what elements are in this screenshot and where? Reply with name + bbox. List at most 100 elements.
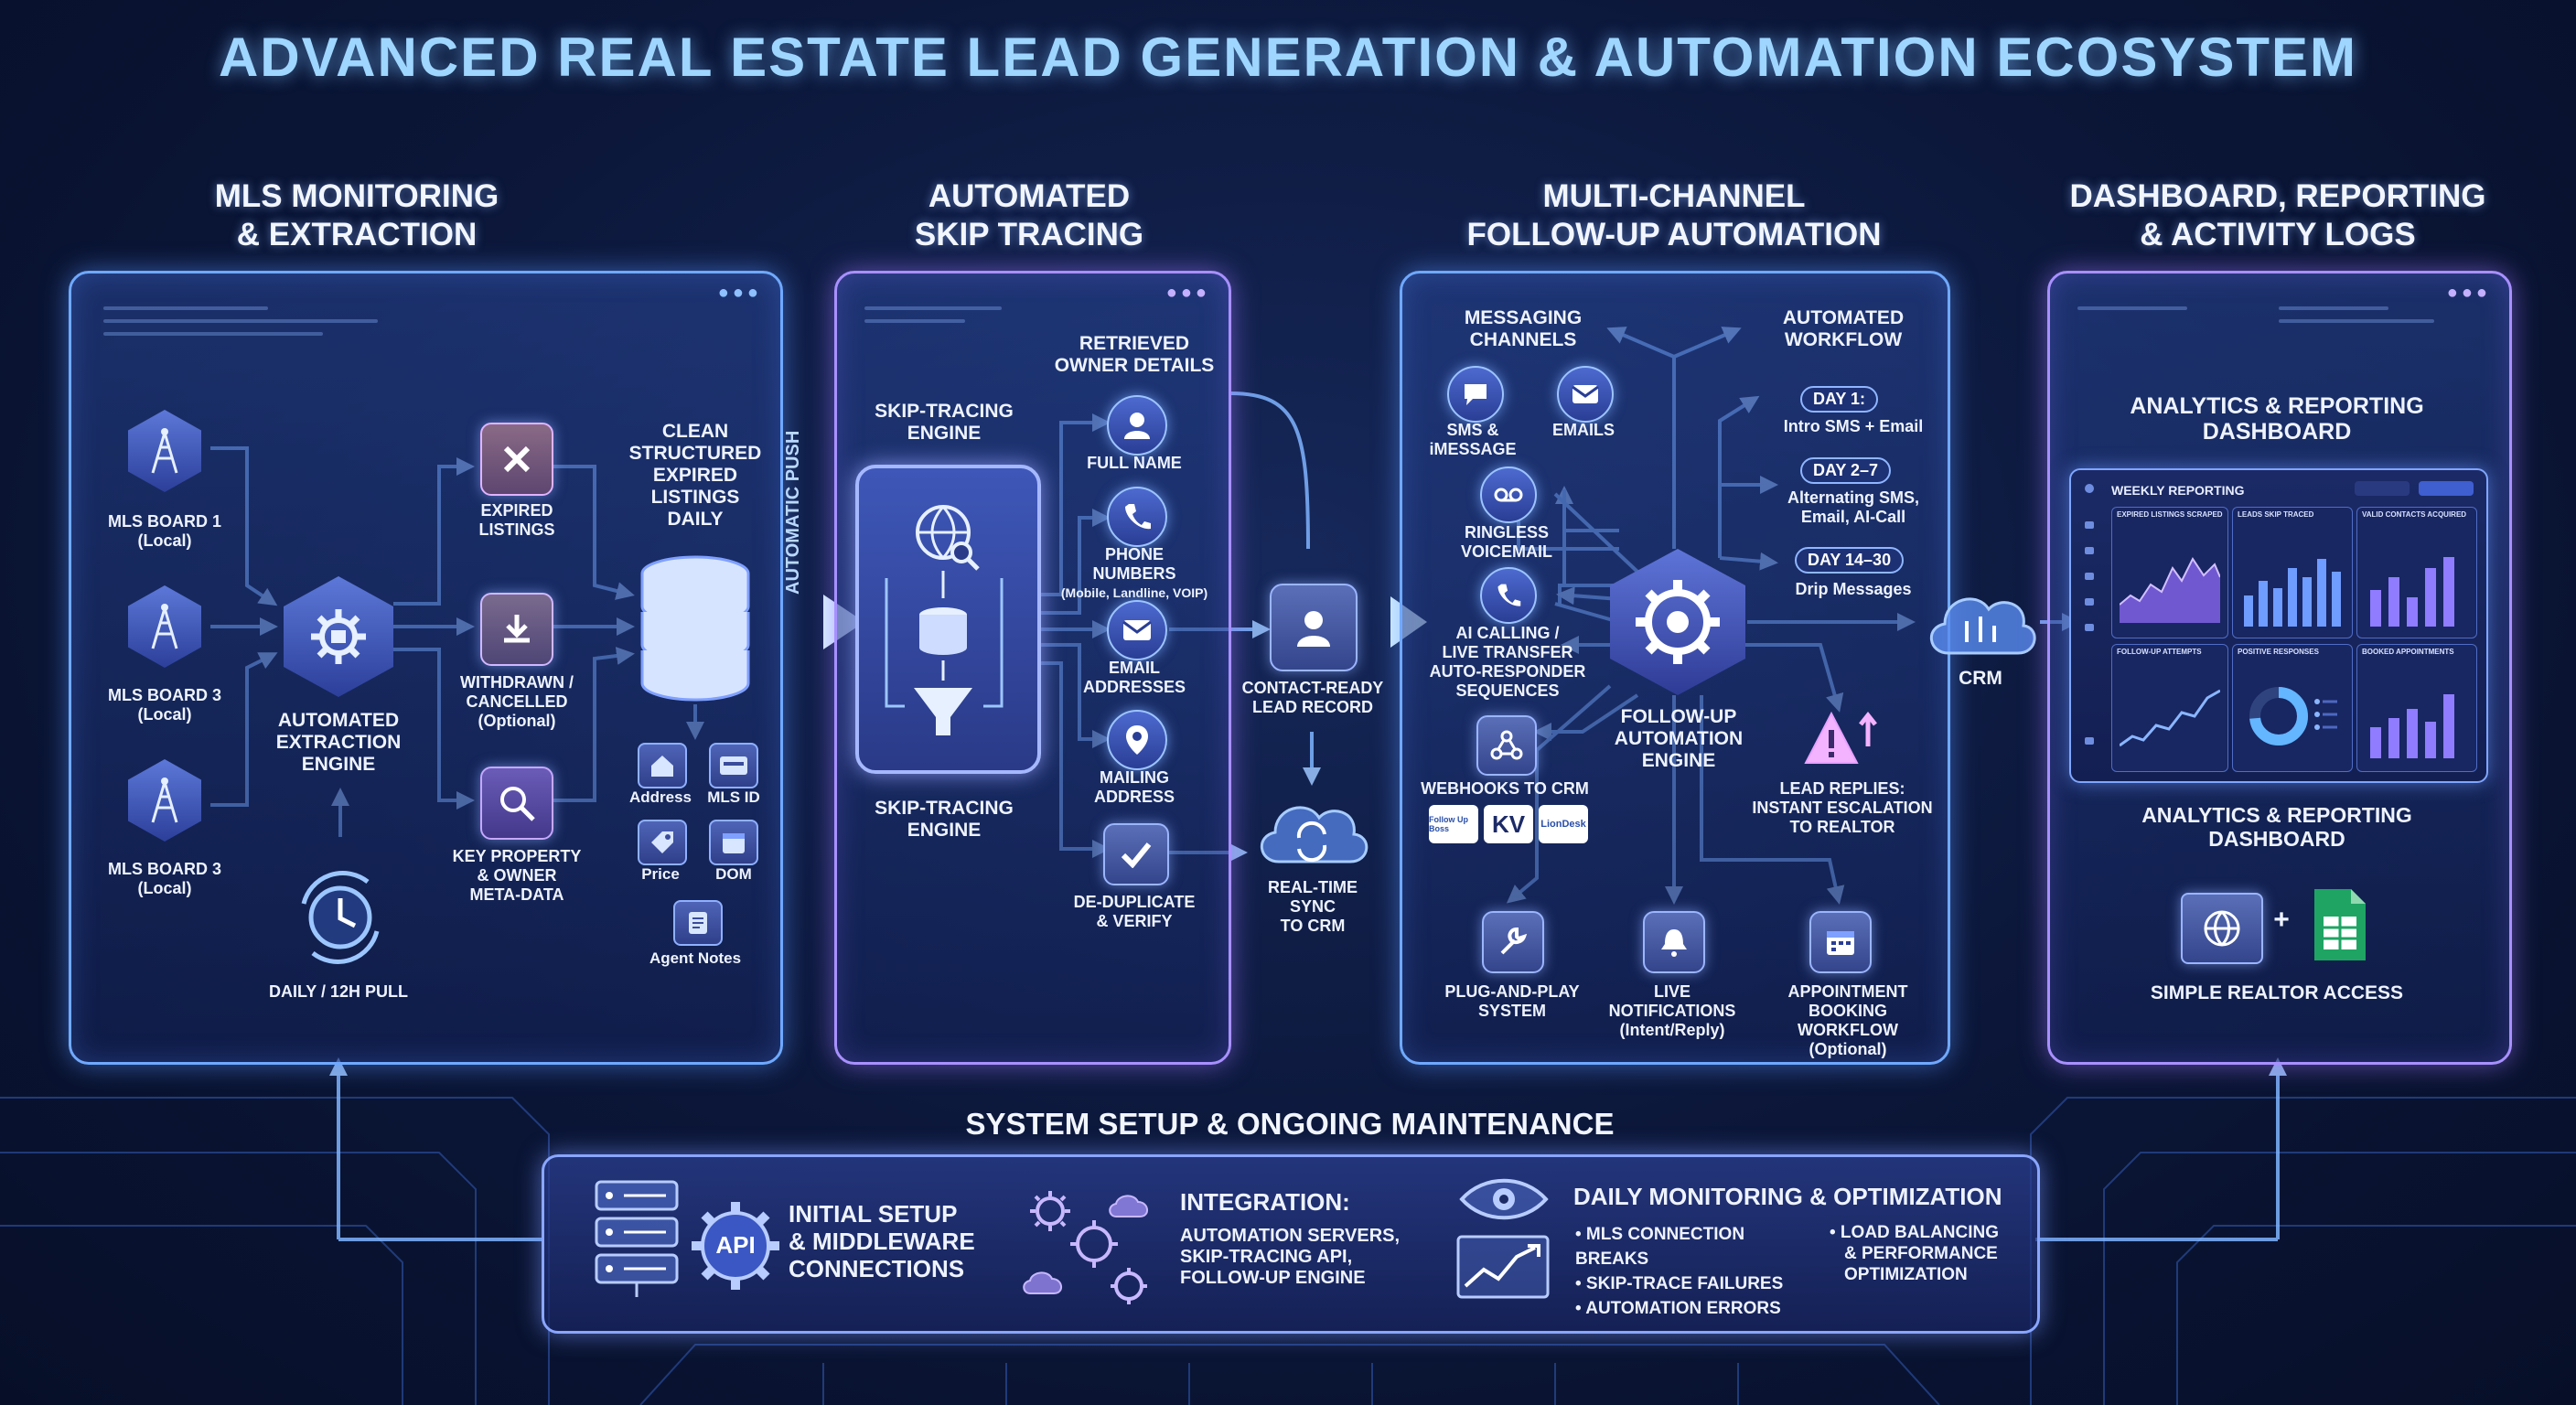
bell-notification-icon	[1643, 911, 1705, 973]
area-chart	[2120, 557, 2220, 623]
dashboard-screen: WEEKLY REPORTING EXPIRED LISTINGS SCRAPE…	[2069, 468, 2488, 783]
maintenance-heading: SYSTEM SETUP & ONGOING MAINTENANCE	[965, 1107, 1615, 1141]
appointment-booking-label: APPOINTMENT BOOKING WORKFLOW (Optional)	[1787, 982, 1908, 1058]
mls-heading: MLS MONITORING & EXTRACTION	[214, 178, 499, 252]
field-dom: DOM	[715, 865, 752, 883]
monitoring-title: DAILY MONITORING & OPTIMIZATION	[1573, 1183, 2002, 1210]
webhook-icon	[1476, 715, 1537, 776]
voicemail-icon	[1480, 467, 1537, 523]
messaging-channels-label: MESSAGING CHANNELS	[1464, 307, 1583, 350]
phone-icon	[1480, 567, 1537, 624]
integration-details: AUTOMATION SERVERS, SKIP-TRACING API, FO…	[1180, 1226, 1401, 1288]
lead-replies-label: LEAD REPLIES: INSTANT ESCALATION TO REAL…	[1752, 779, 1933, 836]
export-button[interactable]	[2419, 481, 2474, 496]
code-line	[2279, 319, 2434, 323]
house-icon	[638, 743, 687, 788]
window-dots-icon: ●●●	[717, 283, 762, 303]
expired-listings-label: EXPIRED LISTINGS	[478, 501, 555, 539]
calendar-icon	[1809, 911, 1872, 973]
pull-frequency-label: DAILY / 12H PULL	[268, 982, 409, 1001]
field-agent-notes: Agent Notes	[649, 949, 742, 967]
integration-gears-icon	[1021, 1180, 1158, 1308]
gear-icon	[284, 576, 393, 697]
cloud-sync-icon	[1251, 788, 1372, 871]
dashboard-heading: DASHBOARD, REPORTING & ACTIVITY LOGS	[2069, 178, 2486, 252]
skip-engine-device	[855, 465, 1041, 774]
mailing-address-label: MAILING ADDRESS	[1093, 768, 1175, 806]
ringless-voicemail-label: RINGLESS VOICEMAIL	[1460, 523, 1552, 561]
sms-imessage-label: SMS & iMESSAGE	[1429, 421, 1517, 458]
code-line	[103, 306, 268, 310]
calendar-icon	[709, 820, 758, 865]
skip-heading: AUTOMATED SKIP TRACING	[914, 178, 1144, 252]
code-line	[2279, 306, 2388, 310]
weekly-reporting-title: WEEKLY REPORTING	[2111, 483, 2245, 498]
wrench-icon	[1482, 911, 1544, 973]
day-14-30-text: Drip Messages	[1795, 580, 1912, 598]
chat-bubble-icon	[1447, 366, 1504, 423]
checkmark-icon	[1103, 823, 1169, 885]
eye-icon	[1458, 1178, 1550, 1220]
day-2-7-pill: DAY 2–7	[1800, 457, 1892, 484]
live-notifications-label: LIVE NOTIFICATIONS (Intent/Reply)	[1608, 982, 1736, 1039]
search-icon	[480, 767, 553, 840]
mls-board-3-label: MLS BOARD 3 (Local)	[107, 860, 221, 897]
analytics-bottom-label: ANALYTICS & REPORTING DASHBOARD	[2141, 803, 2412, 851]
notes-icon	[673, 900, 723, 946]
mls-board-2-label: MLS BOARD 3 (Local)	[107, 686, 221, 724]
integration-title: INTEGRATION:	[1180, 1188, 1350, 1216]
code-line	[2077, 306, 2187, 310]
kv-core-logo: KV	[1484, 805, 1533, 843]
dashboard-card: BOOKED APPOINTMENTS	[2356, 644, 2477, 772]
window-dots-icon: ●●●	[2446, 283, 2491, 303]
trending-chart-icon	[1456, 1235, 1550, 1299]
contact-ready-label: CONTACT-READY LEAD RECORD	[1241, 679, 1384, 716]
field-address: Address	[628, 788, 692, 806]
skip-engine-bottom-label: SKIP-TRACING ENGINE	[875, 798, 1014, 841]
period-selector[interactable]	[2355, 481, 2410, 496]
automated-workflow-label: AUTOMATED WORKFLOW	[1782, 307, 1905, 350]
donut-chart	[2249, 687, 2337, 745]
bar-chart	[2370, 694, 2454, 758]
monitoring-list-a: • MLS CONNECTION BREAKS • SKIP-TRACE FAI…	[1575, 1225, 1784, 1318]
key-property-label: KEY PROPERTY & OWNER META-DATA	[452, 847, 582, 904]
line-chart	[2120, 689, 2220, 747]
crm-label: CRM	[1959, 668, 2002, 689]
plus-sign: +	[2273, 905, 2290, 935]
price-tag-icon	[638, 820, 687, 865]
day-14-30-pill: DAY 14–30	[1795, 547, 1905, 574]
page-title: ADVANCED REAL ESTATE LEAD GENERATION & A…	[218, 27, 2358, 88]
day-2-7-text: Alternating SMS, Email, AI-Call	[1787, 488, 1919, 526]
extraction-engine-label: AUTOMATED EXTRACTION ENGINE	[275, 710, 402, 775]
code-line	[864, 306, 1002, 310]
download-icon	[480, 593, 553, 666]
mls-id-icon	[709, 743, 758, 788]
database-icon	[636, 553, 755, 704]
day-1-text: Intro SMS + Email	[1783, 417, 1924, 435]
clock-sync-icon	[285, 867, 395, 968]
code-line	[103, 332, 323, 336]
api-gear-icon	[688, 1198, 783, 1293]
web-browser-icon	[2181, 893, 2263, 964]
email-icon	[1107, 600, 1167, 660]
clean-listings-label: CLEAN STRUCTURED EXPIRED LISTINGS DAILY	[628, 421, 762, 530]
realtime-sync-label: REAL-TIME SYNC TO CRM	[1268, 878, 1358, 935]
mls-board-1-label: MLS BOARD 1 (Local)	[107, 512, 221, 550]
spreadsheet-icon	[2311, 887, 2367, 962]
close-x-icon	[480, 423, 553, 496]
code-line	[864, 319, 965, 323]
location-pin-icon	[1107, 710, 1167, 770]
follow-up-boss-logo: Follow Up Boss	[1429, 805, 1478, 843]
simple-realtor-access-label: SIMPLE REALTOR ACCESS	[2150, 982, 2404, 1003]
cloud-crm-icon	[1921, 580, 2040, 662]
day-1-pill: DAY 1:	[1800, 386, 1879, 413]
field-mls-id: MLS ID	[707, 788, 760, 806]
plug-and-play-label: PLUG-AND-PLAY SYSTEM	[1444, 982, 1580, 1020]
phone-icon	[1107, 487, 1167, 547]
analytics-top-label: ANALYTICS & REPORTING DASHBOARD	[2130, 393, 2424, 445]
dashboard-card: LEADS SKIP TRACED	[2232, 507, 2353, 638]
email-addresses-label: EMAIL ADDRESSES	[1082, 659, 1186, 696]
window-dots-icon: ●●●	[1165, 283, 1210, 303]
followup-heading: MULTI-CHANNEL FOLLOW-UP AUTOMATION	[1466, 178, 1882, 252]
initial-setup-label: INITIAL SETUP & MIDDLEWARE CONNECTIONS	[789, 1200, 975, 1282]
